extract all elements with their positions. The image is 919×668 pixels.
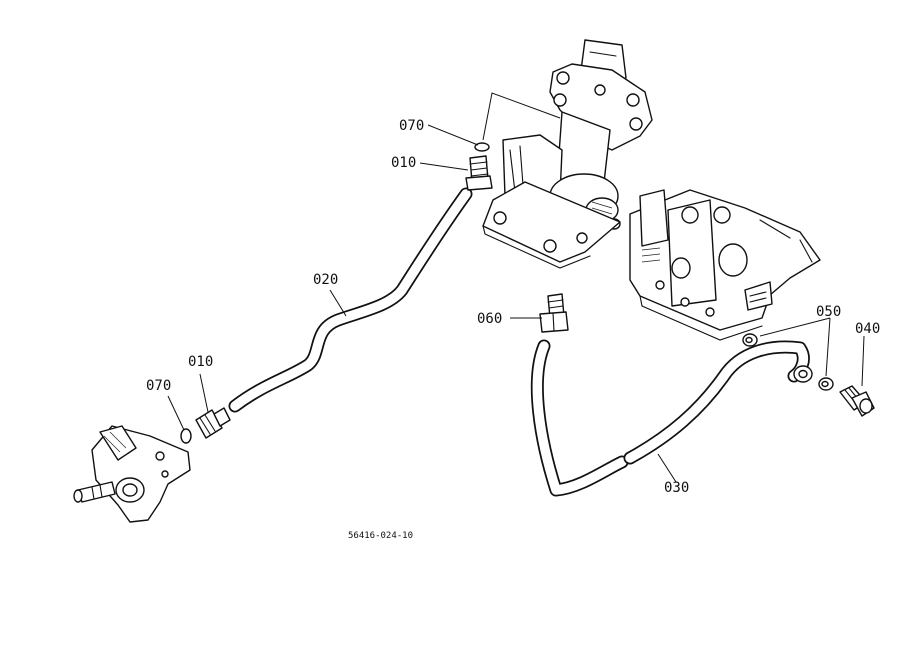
valve-block — [629, 189, 821, 341]
bolt-040 — [839, 385, 875, 417]
lower-left-valve — [73, 425, 191, 523]
hose-030 — [530, 339, 813, 497]
label-060: 060 — [477, 311, 502, 327]
fitting-060 — [539, 293, 569, 333]
label-040: 040 — [855, 321, 880, 337]
o-ring-070-left — [180, 428, 192, 444]
o-ring-070-top — [474, 142, 490, 152]
hose-020 — [228, 187, 473, 413]
drawing-code: 56416-024-10 — [348, 531, 413, 541]
fitting-010-top — [465, 155, 493, 191]
label-050: 050 — [816, 304, 841, 320]
label-030: 030 — [664, 480, 689, 496]
label-010-left: 010 — [188, 354, 213, 370]
callout-labels: 070 010 020 060 050 040 070 010 030 5641… — [146, 118, 880, 541]
leader-lines — [167, 124, 865, 483]
label-010-top: 010 — [391, 155, 416, 171]
label-070-top: 070 — [399, 118, 424, 134]
label-070-left: 070 — [146, 378, 171, 394]
label-020: 020 — [313, 272, 338, 288]
pump-assembly — [482, 39, 653, 269]
washer-050-a-hole — [745, 336, 753, 344]
washer-050-b-hole — [821, 380, 829, 388]
fitting-010-left — [195, 407, 231, 439]
